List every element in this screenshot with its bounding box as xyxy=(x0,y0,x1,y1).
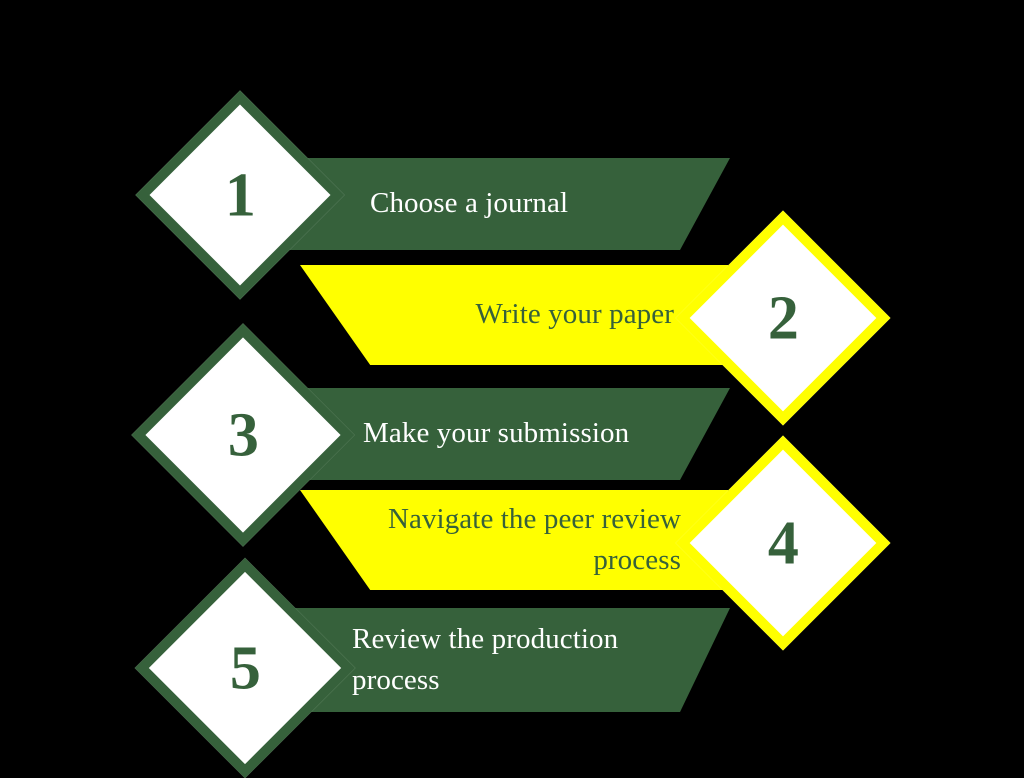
step-number-1: 1 xyxy=(224,161,256,229)
step-label-4: Navigate the peer review process xyxy=(387,502,681,576)
step-number-2: 2 xyxy=(767,284,799,352)
step-number-3: 3 xyxy=(227,401,259,469)
step-number-4: 4 xyxy=(767,509,799,577)
step-label-3: Make your submission xyxy=(363,417,630,450)
step-banner-2[interactable]: Write your paper xyxy=(300,265,728,365)
step-number-5: 5 xyxy=(229,634,261,702)
step-diamond-5[interactable]: 5 xyxy=(134,557,356,778)
step-label-5: Review the production process xyxy=(352,622,619,696)
step-label-2: Write your paper xyxy=(475,298,674,331)
step-label-1: Choose a journal xyxy=(370,187,569,220)
step-banner-4[interactable]: Navigate the peer review process xyxy=(300,490,728,590)
